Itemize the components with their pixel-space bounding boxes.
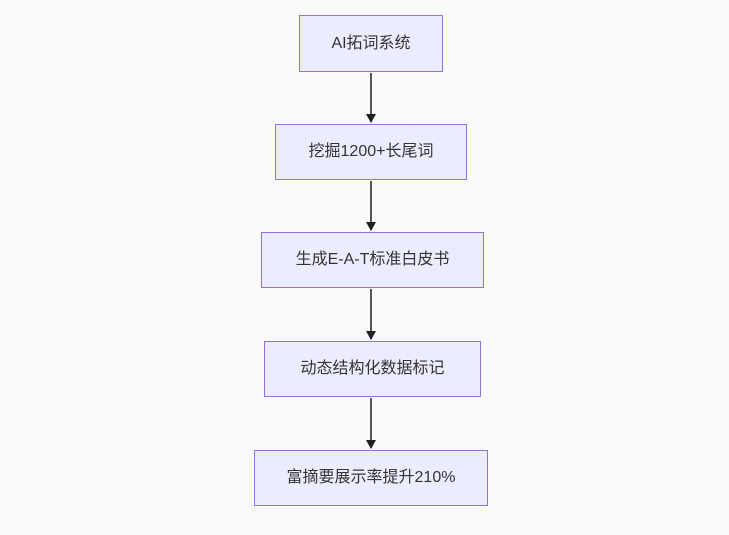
flow-node-label: 挖掘1200+长尾词 (308, 143, 434, 161)
flow-arrow-1 (366, 73, 376, 123)
flow-node-ai-keyword-system: AI拓词系统 (299, 15, 443, 72)
flow-node-longtail-mining: 挖掘1200+长尾词 (275, 124, 467, 180)
flow-arrow-3 (366, 289, 376, 340)
flow-node-label: AI拓词系统 (331, 34, 411, 52)
flow-node-label: 生成E-A-T标准白皮书 (295, 251, 450, 269)
flow-node-label: 动态结构化数据标记 (300, 360, 445, 378)
flow-node-label: 富摘要展示率提升210% (286, 469, 456, 487)
flow-node-eat-whitepaper: 生成E-A-T标准白皮书 (261, 232, 484, 288)
flow-arrow-4 (366, 398, 376, 449)
flow-node-structured-data-markup: 动态结构化数据标记 (264, 341, 481, 397)
flow-arrow-2 (366, 181, 376, 231)
flow-node-rich-snippet-uplift: 富摘要展示率提升210% (254, 450, 488, 506)
